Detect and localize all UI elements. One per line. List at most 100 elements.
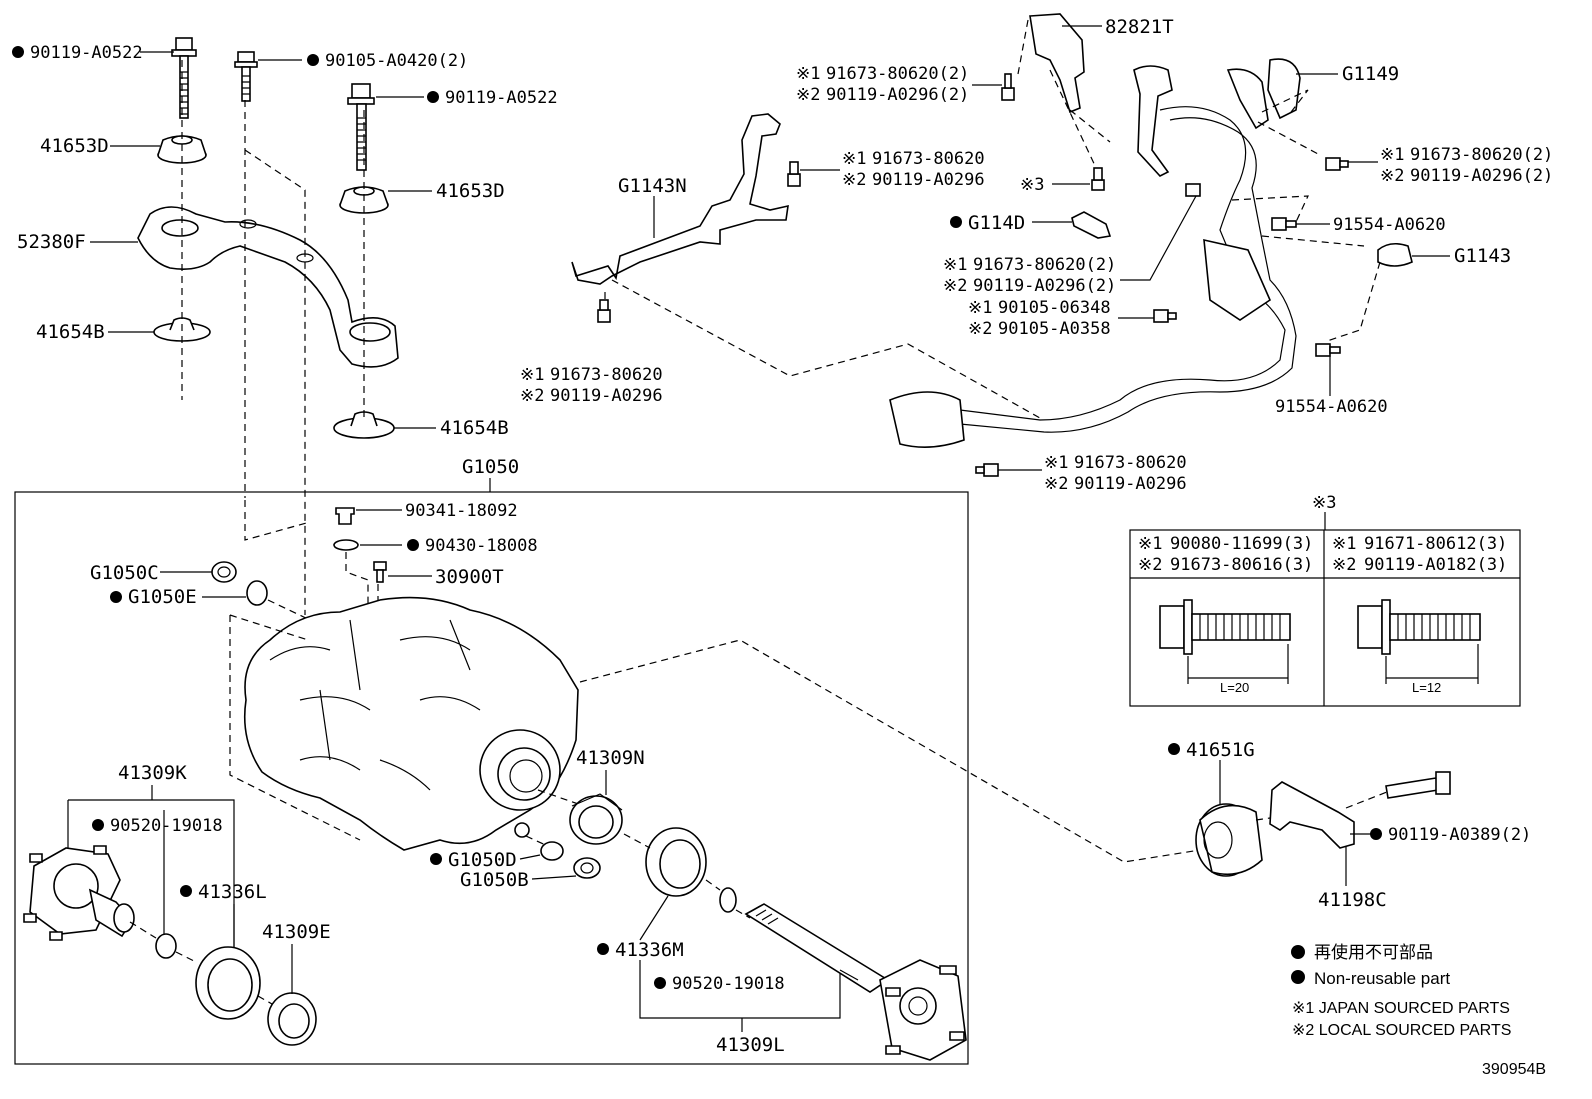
flange-bolt-icon	[1159, 599, 1291, 684]
mark-2: ※2	[968, 319, 992, 339]
bolt-icon	[1271, 217, 1297, 231]
label-bolt-top-left: 90119-A0522	[30, 43, 143, 63]
label-g1050: G1050	[462, 456, 519, 478]
label-cushion-upper-left: 41653D	[40, 135, 109, 157]
non-reusable-dot-icon	[427, 91, 439, 103]
non-reusable-dot-icon	[110, 591, 122, 603]
label-shaft-41309k: 41309K	[118, 762, 187, 784]
bracket-icon	[1029, 13, 1085, 114]
label-harness-g1143: G1143	[1454, 245, 1511, 267]
mark-3-label: ※3	[1020, 175, 1044, 195]
label-bracket-41198c: 41198C	[1318, 889, 1387, 911]
gasket-icon	[246, 580, 268, 606]
label-j-bolt-bottom-harness: 91673-80620	[1074, 453, 1187, 473]
label-j-bolt-g1149: 91673-80620(2)	[1410, 145, 1553, 165]
clamp-icon	[1071, 211, 1112, 239]
harness-icon	[889, 58, 1301, 448]
flange-bolt-icon	[1357, 599, 1481, 684]
bolt-icon	[787, 161, 801, 187]
label-cushion-lower-right: 41654B	[440, 417, 509, 439]
label-l-bolt-mid-right: 90119-A0296(2)	[973, 276, 1116, 296]
oil-seal-icon	[569, 793, 623, 845]
support-member-icon	[137, 206, 399, 368]
label-l-bolt-g1143n-top: 90119-A0296	[872, 170, 985, 190]
label-shaft-41309l: 41309L	[716, 1034, 785, 1056]
label-bolt-top-mid: 90105-A0420(2)	[325, 51, 468, 71]
label-clamp-g114d: G114D	[968, 212, 1025, 234]
non-reusable-dot-icon	[307, 54, 319, 66]
cushion-icon	[1195, 803, 1263, 877]
legend-japan-sourced: ※1 JAPAN SOURCED PARTS	[1292, 1000, 1510, 1017]
mark-2: ※2	[796, 85, 820, 105]
plug-icon	[335, 507, 355, 525]
non-reusable-dot-icon	[407, 539, 419, 551]
table-right-l: 90119-A0182(3)	[1364, 555, 1507, 575]
bolt-icon	[1385, 771, 1451, 799]
mark-1: ※1	[842, 149, 866, 169]
label-bolt-91554-lower: 91554-A0620	[1275, 397, 1388, 417]
bolt-spec-table	[1129, 529, 1521, 707]
cushion-icon	[333, 411, 395, 439]
oil-seal-icon	[195, 946, 261, 1020]
diagram-code: 390954B	[1482, 1061, 1546, 1078]
gasket-icon	[333, 539, 359, 551]
axle-hub-icon	[23, 845, 135, 941]
label-seal-41309e: 41309E	[262, 921, 331, 943]
mark-2: ※2	[1138, 555, 1162, 575]
label-j-bolt-g1143n-bottom: 91673-80620	[550, 365, 663, 385]
mark-1: ※1	[1044, 453, 1068, 473]
label-bolt-mid: 90119-A0522	[445, 88, 558, 108]
breather-icon	[373, 561, 387, 583]
non-reusable-dot-icon	[180, 885, 192, 897]
non-reusable-dot-icon	[1370, 828, 1382, 840]
label-j-bolt-mid-right: 91673-80620(2)	[973, 255, 1116, 275]
label-l-bolt-g1143n-bottom: 90119-A0296	[550, 386, 663, 406]
assembly-frame	[14, 491, 969, 1065]
differential-housing-icon	[243, 596, 579, 851]
label-gasket: 90430-18008	[425, 536, 538, 556]
non-reusable-dot-icon	[597, 943, 609, 955]
label-seal-41336m: 41336M	[615, 939, 684, 961]
label-l-bolt-90105: 90105-A0358	[998, 319, 1111, 339]
label-j-bolt-82821t: 91673-80620(2)	[826, 64, 969, 84]
bolt-icon	[1091, 167, 1105, 191]
mark-1: ※1	[1138, 534, 1162, 554]
label-cushion-41651g: 41651G	[1186, 739, 1255, 761]
mark-1: ※1	[520, 365, 544, 385]
mark-2: ※2	[1380, 166, 1404, 186]
snap-ring-icon	[155, 933, 177, 959]
bolt-icon	[975, 463, 999, 477]
mark-2: ※2	[1044, 474, 1068, 494]
clip-icon	[1377, 242, 1413, 267]
snap-ring-icon	[719, 887, 737, 913]
label-support-member: 52380F	[17, 231, 86, 253]
table-right-j: 91671-80612(3)	[1364, 534, 1507, 554]
oil-seal-icon	[267, 992, 317, 1046]
legend-non-reusable: Non-reusable part	[1314, 969, 1450, 988]
bolt-icon	[347, 83, 375, 171]
label-harness-g1143n: G1143N	[618, 175, 687, 197]
legend-japanese: 再使用不可部品	[1314, 942, 1433, 962]
mark-2: ※2	[842, 170, 866, 190]
label-bolt-91554-upper: 91554-A0620	[1333, 215, 1446, 235]
axle-shaft-icon	[744, 903, 967, 1061]
mark-2: ※2	[1332, 555, 1356, 575]
table-left-length: L=20	[1220, 680, 1249, 695]
bolt-icon	[1153, 309, 1177, 323]
label-g1050d: G1050D	[448, 849, 517, 871]
label-g1050c: G1050C	[90, 562, 159, 584]
non-reusable-dot-icon	[430, 853, 442, 865]
table-left-j: 90080-11699(3)	[1170, 534, 1313, 554]
non-reusable-dot-icon	[654, 977, 666, 989]
bolt-icon	[1325, 157, 1349, 171]
plug-icon	[573, 857, 601, 879]
bracket-icon	[1269, 781, 1355, 849]
non-reusable-dot-icon	[1168, 743, 1180, 755]
mark-2: ※2	[943, 276, 967, 296]
label-bracket-82821t: 82821T	[1105, 16, 1174, 38]
legend-local-sourced: ※2 LOCAL SOURCED PARTS	[1292, 1022, 1511, 1039]
mark-1: ※1	[943, 255, 967, 275]
gasket-icon	[540, 841, 564, 861]
mark-1: ※1	[796, 64, 820, 84]
